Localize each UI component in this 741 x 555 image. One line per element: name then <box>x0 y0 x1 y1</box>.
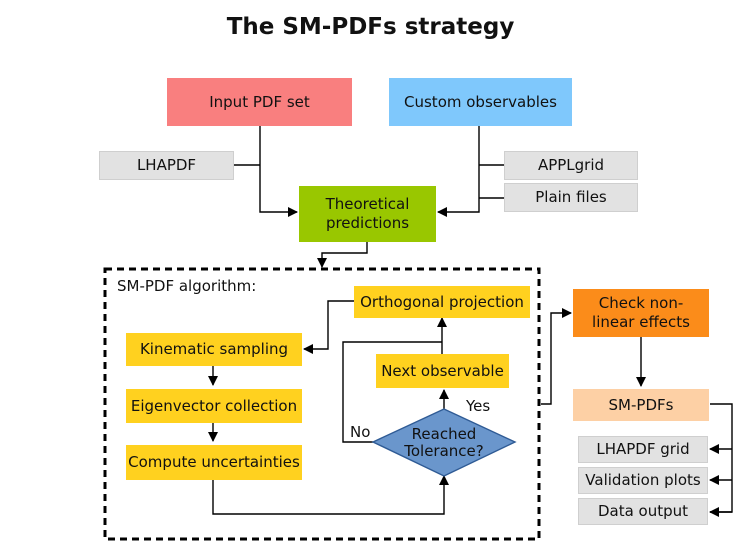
algorithm-frame <box>103 267 541 541</box>
compute-uncertainties-node: Compute uncertainties <box>126 445 302 480</box>
input-pdf-set-node: Input PDF set <box>167 78 352 126</box>
custom-observables-node: Custom observables <box>389 78 572 126</box>
plain-files-node: Plain files <box>504 183 638 212</box>
validation-plots-node: Validation plots <box>578 467 708 494</box>
theoretical-predictions-node: Theoretical predictions <box>299 186 436 242</box>
edge-no-loop <box>342 341 442 443</box>
yes-label: Yes <box>466 397 491 415</box>
no-label: No <box>350 423 371 441</box>
applgrid-node: APPLgrid <box>504 151 638 180</box>
next-observable-node: Next observable <box>376 354 509 388</box>
reached-tolerance-label: Reached Tolerance? <box>404 424 484 460</box>
eigenvector-collection-node: Eigenvector collection <box>126 389 302 423</box>
sm-pdfs-node: SM-PDFs <box>573 389 709 421</box>
decision-diamond <box>371 408 517 477</box>
lhapdf-grid-node: LHAPDF grid <box>578 436 708 463</box>
data-output-node: Data output <box>578 498 708 525</box>
diagram-title: The SM-PDFs strategy <box>226 14 515 40</box>
edge-smpdfs-outputs <box>710 403 733 513</box>
edge-theory-to-algorithm <box>317 242 368 268</box>
edge-observables-to-theory <box>437 126 480 217</box>
algorithm-label: SM-PDF algorithm: <box>117 277 257 295</box>
edge-projection-to-sampling <box>303 300 354 354</box>
edge-algorithm-to-check <box>541 308 572 405</box>
orthogonal-projection-node: Orthogonal projection <box>354 286 530 318</box>
kinematic-sampling-node: Kinematic sampling <box>126 333 302 366</box>
edge-compute-to-decision <box>212 475 449 515</box>
check-nonlinear-node: Check non-linear effects <box>573 289 709 337</box>
lhapdf-node: LHAPDF <box>99 151 234 180</box>
edge-input-to-theory <box>259 126 298 217</box>
